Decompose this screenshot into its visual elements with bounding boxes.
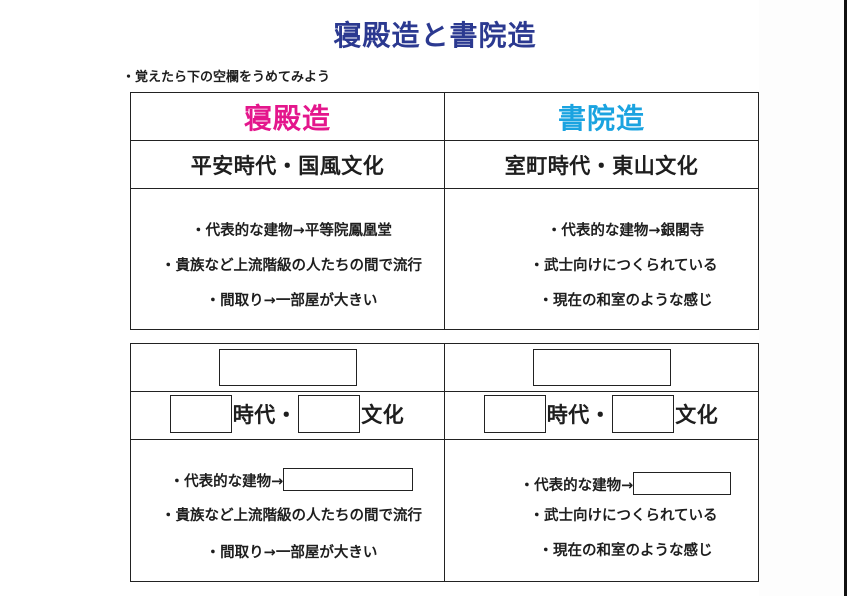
- shinden-details-cell: ・代表的な建物→平等院鳳凰堂 ・貴族など上流階級の人たちの間で流行 ・間取り→一…: [130, 188, 445, 330]
- period-label: 時代・: [232, 402, 298, 427]
- bullet-item-building: ・代表的な建物→: [139, 468, 444, 491]
- page-edge-line: [844, 0, 847, 596]
- shinden-name-cell: 寝殿造: [130, 92, 445, 141]
- shoin-era-cell: 室町時代・東山文化: [444, 140, 759, 189]
- quiz-right-name-cell: [444, 343, 759, 392]
- right-building-blank[interactable]: [633, 472, 732, 495]
- bullet-item: ・現在の和室のような感じ: [538, 292, 713, 309]
- culture-label: 文化: [361, 402, 405, 427]
- left-era-fill: 時代・ 文化: [169, 394, 406, 433]
- culture-label: 文化: [675, 402, 719, 427]
- right-style-name-blank[interactable]: [532, 349, 671, 386]
- quiz-left-name-cell: [130, 343, 445, 392]
- shoin-bullet-list: ・代表的な建物→銀閣寺 ・武士向けにつくられている ・現在の和室のような感じ: [445, 192, 758, 310]
- bullet-item: ・代表的な建物→平等院鳳凰堂: [191, 222, 392, 239]
- quiz-left-details-cell: ・代表的な建物→ ・貴族など上流階級の人たちの間で流行 ・間取り→一部屋が大きい: [130, 439, 445, 582]
- building-prefix: ・代表的な建物→: [169, 474, 284, 490]
- shoin-name-cell: 書院造: [444, 92, 759, 141]
- shinden-era: 平安時代・国風文化: [190, 153, 385, 178]
- shinden-era-cell: 平安時代・国風文化: [130, 140, 445, 189]
- period-label: 時代・: [546, 402, 612, 427]
- quiz-era-row: 時代・ 文化 時代・ 文化: [130, 391, 759, 440]
- style-name-row: 寝殿造 書院造: [130, 92, 759, 141]
- left-style-name-blank[interactable]: [218, 349, 357, 386]
- quiz-table: 時代・ 文化 時代・ 文化 ・代表的な建物→ ・貴族など上流階級の人たちの間で流…: [130, 343, 759, 582]
- left-culture-blank[interactable]: [298, 394, 361, 433]
- bullet-item: ・代表的な建物→銀閣寺: [546, 222, 705, 239]
- right-culture-blank[interactable]: [612, 394, 675, 433]
- bullet-item: ・貴族など上流階級の人たちの間で流行: [161, 257, 422, 274]
- left-building-blank[interactable]: [283, 468, 414, 491]
- page-margin: [759, 0, 844, 596]
- quiz-right-era-cell: 時代・ 文化: [444, 391, 759, 440]
- detail-row: ・代表的な建物→平等院鳳凰堂 ・貴族など上流階級の人たちの間で流行 ・間取り→一…: [130, 188, 759, 330]
- building-prefix: ・代表的な建物→: [519, 478, 634, 494]
- left-quiz-bullet-list: ・代表的な建物→ ・貴族など上流階級の人たちの間で流行 ・間取り→一部屋が大きい: [131, 440, 444, 562]
- shoin-details-cell: ・代表的な建物→銀閣寺 ・武士向けにつくられている ・現在の和室のような感じ: [444, 188, 759, 330]
- bullet-item-building: ・代表的な建物→: [493, 472, 758, 495]
- reference-table: 寝殿造 書院造 平安時代・国風文化 室町時代・東山文化 ・代表的な建物→平等院鳳…: [130, 92, 759, 330]
- shoin-era: 室町時代・東山文化: [504, 153, 699, 178]
- instruction-text: ・覚えたら下の空欄をうめてみよう: [122, 70, 331, 85]
- bullet-item: ・貴族など上流階級の人たちの間で流行: [161, 508, 422, 524]
- quiz-name-row: [130, 343, 759, 392]
- bullet-item: ・間取り→一部屋が大きい: [205, 292, 378, 309]
- bullet-item: ・武士向けにつくられている: [529, 257, 718, 274]
- shoin-name: 書院造: [557, 101, 645, 135]
- bullet-item: ・武士向けにつくられている: [529, 508, 718, 524]
- right-period-blank[interactable]: [483, 394, 546, 433]
- quiz-detail-row: ・代表的な建物→ ・貴族など上流階級の人たちの間で流行 ・間取り→一部屋が大きい…: [130, 439, 759, 582]
- page-title: 寝殿造と書院造: [333, 19, 537, 52]
- quiz-left-era-cell: 時代・ 文化: [130, 391, 445, 440]
- left-period-blank[interactable]: [169, 394, 232, 433]
- quiz-right-details-cell: ・代表的な建物→ ・武士向けにつくられている ・現在の和室のような感じ: [444, 439, 759, 582]
- bullet-item: ・間取り→一部屋が大きい: [205, 545, 378, 561]
- era-row: 平安時代・国風文化 室町時代・東山文化: [130, 140, 759, 189]
- shinden-name: 寝殿造: [243, 101, 331, 135]
- shinden-bullet-list: ・代表的な建物→平等院鳳凰堂 ・貴族など上流階級の人たちの間で流行 ・間取り→一…: [131, 192, 444, 310]
- right-era-fill: 時代・ 文化: [483, 394, 720, 433]
- right-quiz-bullet-list: ・代表的な建物→ ・武士向けにつくられている ・現在の和室のような感じ: [445, 444, 758, 560]
- bullet-item: ・現在の和室のような感じ: [538, 543, 713, 559]
